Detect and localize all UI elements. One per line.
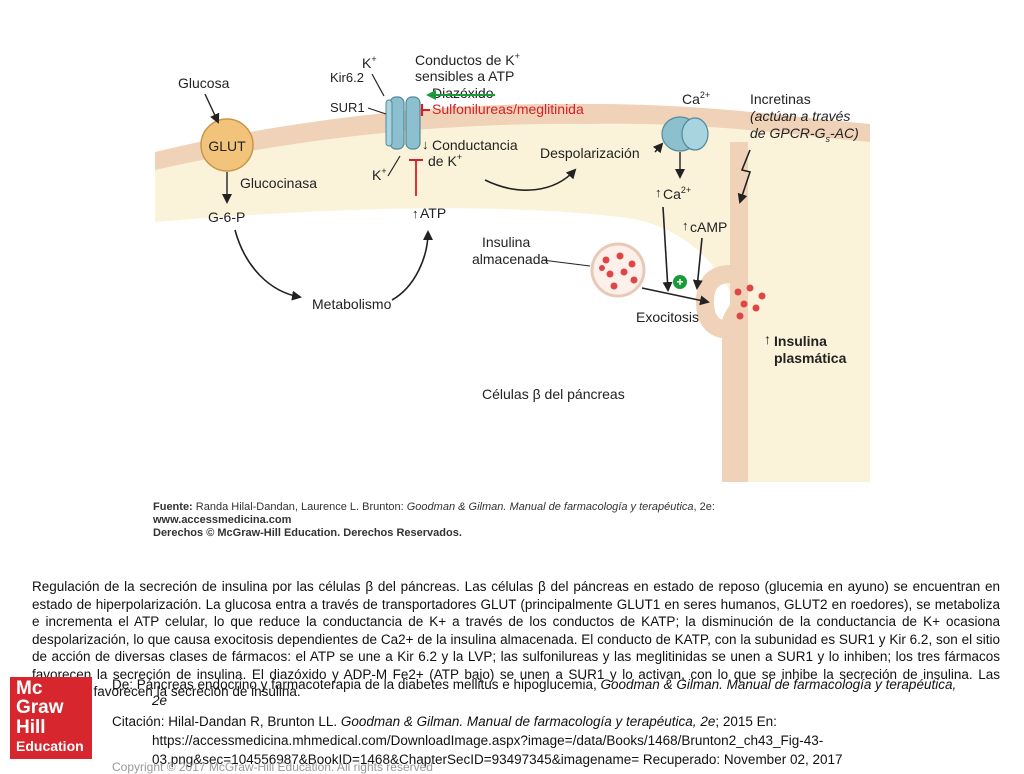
k-top-label: K+: [362, 54, 377, 71]
sur-label: SUR1: [330, 100, 365, 115]
source-line-3: Derechos © McGraw-Hill Education. Derech…: [153, 527, 462, 538]
glucose-label: Glucosa: [178, 75, 230, 91]
k-conductance-down-arrow: ↓: [422, 137, 429, 152]
plasma-insulin-1: Insulina: [774, 333, 827, 349]
depolarization-label: Despolarización: [540, 145, 640, 161]
exocytosis-label: Exocitosis: [636, 309, 699, 325]
katp-channel: [385, 96, 421, 150]
g6p-to-metabolism-arrow: [234, 229, 302, 301]
calcium-channel: [661, 116, 709, 152]
secreted-insulin-dots: [734, 284, 766, 320]
k-bottom-label: K+: [372, 166, 387, 183]
copyright: Copyright © 2017 McGraw-Hill Education. …: [112, 760, 433, 774]
incretins-3: de GPCR-Gs-AC): [750, 125, 859, 144]
atp-up-arrow: ↑: [412, 206, 419, 221]
glucose-arrow: [204, 93, 220, 124]
incretins-2: (actúan a través: [750, 108, 850, 124]
plus-badge: [673, 275, 687, 289]
sulfonylureas-label: Sulfonilureas/meglitinida: [432, 101, 584, 117]
source-line-1: Fuente: Randa Hilal-Dandan, Laurence L. …: [153, 501, 715, 513]
k-conductance-2: de K+: [428, 152, 462, 169]
ca-mid-label: Ca2+: [663, 185, 691, 202]
cell-label: Células β del páncreas: [482, 386, 625, 402]
ca-top-label: Ca2+: [682, 90, 710, 107]
mcgraw-hill-logo: Mc Graw Hill Education: [10, 677, 92, 759]
kir-label: Kir6.2: [330, 70, 364, 85]
channel-title-2: sensibles a ATP: [415, 68, 514, 84]
glut-transporter: [200, 118, 254, 172]
channel-title-1: Conductos de K+: [415, 52, 520, 68]
depolarization-arrow: [484, 168, 577, 191]
camp-label: cAMP: [690, 219, 727, 235]
cell-cytoplasm: [155, 113, 870, 483]
figure-caption: Regulación de la secreción de insulina p…: [32, 579, 1000, 699]
glut-label: GLUT: [208, 138, 246, 154]
g6p-label: G-6-P: [208, 209, 245, 225]
insulin-secretion-diagram: GLUT Glucosa Glucocinasa G-6-P Metabolis…: [152, 52, 870, 538]
citation-url-2[interactable]: 03.png&sec=104556987&BookID=1468&Chapter…: [152, 752, 843, 767]
diazoxide-label: Diazóxido: [432, 85, 494, 101]
metabolism-label: Metabolismo: [312, 296, 392, 312]
plus-badge-label: +: [676, 275, 683, 289]
granule-dots: [599, 252, 638, 290]
metabolism-to-atp-arrow: [391, 230, 433, 301]
citation-url-1[interactable]: https://accessmedicina.mhmedical.com/Dow…: [152, 733, 824, 748]
stored-insulin-1: Insulina: [482, 234, 530, 250]
granule-to-membrane-arrow: [641, 287, 710, 306]
incretins-1: Incretinas: [750, 91, 811, 107]
citation: Citación: Hilal-Dandan R, Brunton LL. Go…: [112, 712, 992, 769]
plasma-insulin-2: plasmática: [774, 350, 847, 366]
cell-membrane-wall: [730, 142, 748, 482]
source-from-line: De: Páncreas endocrino y farmacoterapia …: [112, 677, 957, 708]
ca-mid-up-arrow: ↑: [655, 185, 662, 200]
stored-insulin-2: almacenada: [472, 251, 548, 267]
incretins-lightning-arrow: [737, 149, 752, 204]
plasma-insulin-up-arrow: ↑: [764, 331, 771, 347]
camp-up-arrow: ↑: [682, 218, 689, 233]
source-line-2: www.accessmedicina.com: [152, 514, 292, 526]
glucokinase-label: Glucocinasa: [240, 175, 317, 191]
k-conductance-1: Conductancia: [432, 137, 518, 153]
atp-label: ATP: [420, 205, 446, 221]
exocytosis-pit: [695, 265, 731, 339]
